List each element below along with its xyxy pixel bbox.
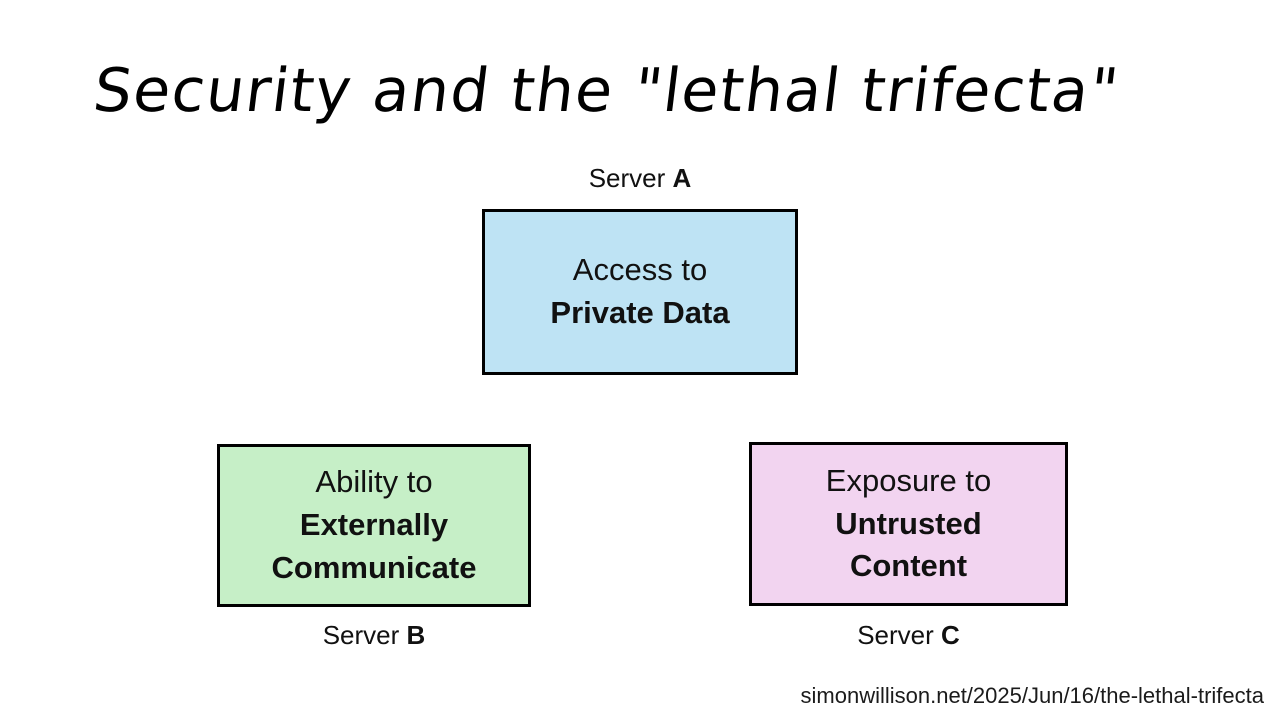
footer-source-url: simonwillison.net/2025/Jun/16/the-lethal… xyxy=(800,683,1264,708)
server-c-caption-letter: C xyxy=(941,620,960,650)
node-c-line-1: Exposure to xyxy=(825,462,992,498)
node-b-line-1: Ability to xyxy=(315,464,433,500)
node-box-externally-communicate[interactable]: Ability to Externally Communicate xyxy=(217,444,531,607)
server-a-caption-letter: A xyxy=(672,163,692,193)
server-b-caption-letter: B xyxy=(406,620,426,650)
node-c-line-3: Content xyxy=(849,548,968,584)
node-a-line-1: Access to xyxy=(572,252,708,288)
node-box-untrusted-content[interactable]: Exposure to Untrusted Content xyxy=(749,442,1068,606)
node-b-line-2: Externally xyxy=(299,507,449,543)
server-b-caption-prefix: Server xyxy=(322,620,407,650)
server-a-caption-prefix: Server xyxy=(588,163,673,193)
page-title: Security and the "lethal trifecta" xyxy=(89,56,1124,126)
server-b-caption: Server B xyxy=(217,620,531,651)
server-c-caption: Server C xyxy=(749,620,1068,651)
node-a-line-2: Private Data xyxy=(550,295,730,330)
server-c-caption-prefix: Server xyxy=(857,620,942,650)
server-a-caption: Server A xyxy=(482,163,798,194)
node-c-line-2: Untrusted xyxy=(835,505,982,541)
node-b-line-3: Communicate xyxy=(271,549,477,585)
node-box-private-data[interactable]: Access to Private Data xyxy=(482,209,798,375)
